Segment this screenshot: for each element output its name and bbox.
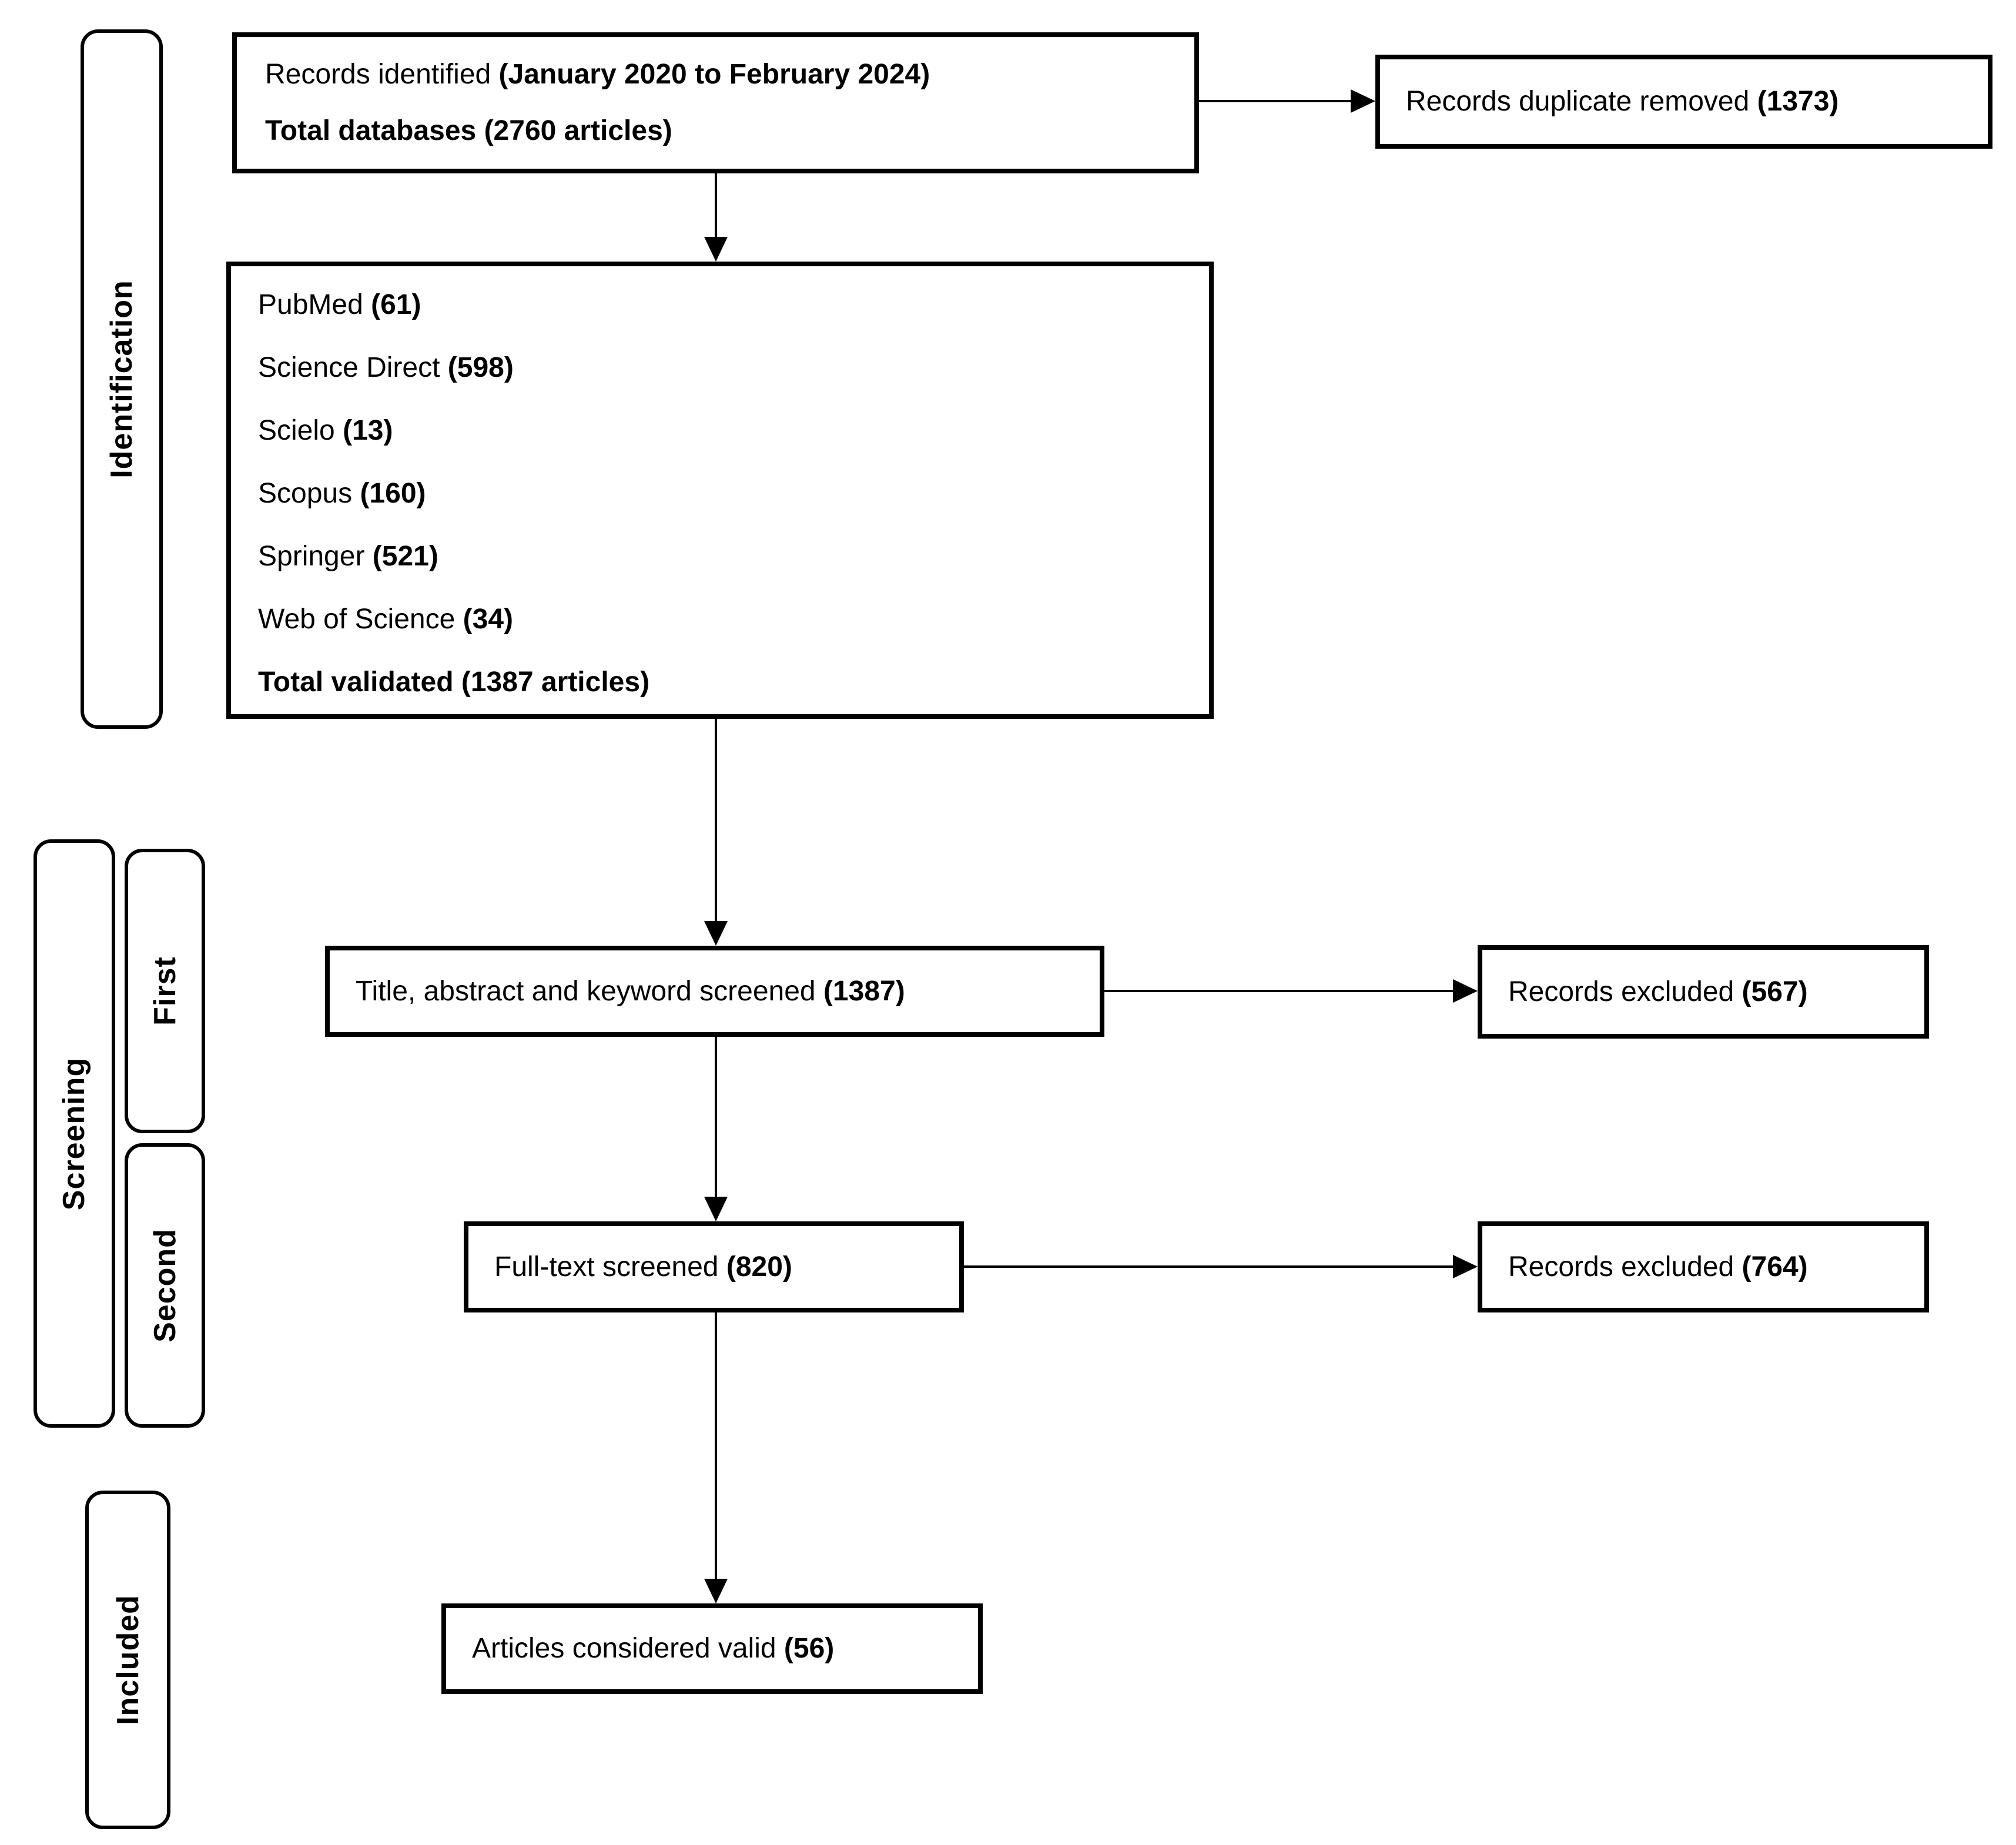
records-excluded-first-text: Records excluded (567) bbox=[1508, 975, 1808, 1010]
box-fulltext-screened: Full-text screened (820) bbox=[464, 1221, 964, 1312]
box-records-excluded-first: Records excluded (567) bbox=[1478, 945, 1929, 1039]
database-name: Scielo bbox=[258, 415, 343, 446]
database-count: (598) bbox=[447, 352, 514, 383]
duplicates-removed-count: (1373) bbox=[1757, 86, 1839, 117]
records-excluded-second-label: Records excluded bbox=[1508, 1251, 1742, 1283]
database-name: PubMed bbox=[258, 289, 371, 320]
database-count: (13) bbox=[343, 415, 393, 446]
stage-label-identification: Identification bbox=[105, 280, 139, 478]
articles-valid-text: Articles considered valid (56) bbox=[472, 1631, 834, 1666]
box-records-identified: Records identified (January 2020 to Febr… bbox=[232, 32, 1199, 173]
database-row: Web of Science (34) bbox=[258, 588, 1182, 651]
records-excluded-first-count: (567) bbox=[1742, 976, 1808, 1007]
records-identified-line1: Records identified (January 2020 to Febr… bbox=[265, 57, 1166, 92]
stage-pill-screening-second: Second bbox=[125, 1143, 205, 1428]
title-screened-count: (1387) bbox=[823, 975, 905, 1007]
database-count: (34) bbox=[463, 604, 513, 635]
database-name: Scopus bbox=[258, 478, 360, 509]
fulltext-screened-count: (820) bbox=[726, 1251, 792, 1283]
records-identified-text: Records identified bbox=[265, 59, 499, 90]
records-identified-date-range: (January 2020 to February 2024) bbox=[498, 59, 930, 90]
connector-title-screened-to-fulltext bbox=[715, 1037, 717, 1198]
connector-identified-to-duplicates bbox=[1199, 100, 1352, 102]
arrow-right-icon bbox=[1351, 89, 1375, 113]
database-row: Scopus (160) bbox=[258, 462, 1182, 525]
connector-fulltext-to-excluded bbox=[964, 1265, 1454, 1268]
fulltext-screened-label: Full-text screened bbox=[494, 1251, 726, 1283]
articles-valid-label: Articles considered valid bbox=[472, 1633, 784, 1664]
arrow-right-icon bbox=[1453, 1255, 1478, 1278]
box-duplicates-removed: Records duplicate removed (1373) bbox=[1375, 55, 1992, 149]
box-title-abstract-screened: Title, abstract and keyword screened (13… bbox=[325, 946, 1104, 1037]
database-count: (521) bbox=[372, 541, 438, 572]
database-row: Science Direct (598) bbox=[258, 336, 1182, 399]
records-excluded-first-label: Records excluded bbox=[1508, 976, 1742, 1007]
stage-label-screening-first: First bbox=[148, 956, 182, 1026]
stage-label-included: Included bbox=[110, 1595, 145, 1725]
stage-pill-included: Included bbox=[85, 1491, 170, 1829]
database-count: (160) bbox=[360, 478, 426, 509]
box-articles-valid: Articles considered valid (56) bbox=[441, 1603, 983, 1694]
articles-valid-count: (56) bbox=[783, 1633, 835, 1664]
database-name: Web of Science bbox=[258, 604, 463, 635]
arrow-right-icon bbox=[1453, 979, 1478, 1003]
stage-label-screening: Screening bbox=[57, 1057, 92, 1210]
databases-total-validated: Total validated (1387 articles) bbox=[258, 667, 650, 698]
title-screened-label: Title, abstract and keyword screened bbox=[356, 975, 823, 1007]
records-excluded-second-count: (764) bbox=[1742, 1251, 1808, 1283]
connector-identified-to-databases bbox=[715, 173, 717, 238]
database-row: Springer (521) bbox=[258, 525, 1182, 588]
database-name: Springer bbox=[258, 541, 373, 572]
title-abstract-screened-text: Title, abstract and keyword screened (13… bbox=[356, 974, 905, 1009]
duplicates-removed-label: Records duplicate removed bbox=[1406, 86, 1757, 117]
connector-fulltext-to-valid bbox=[715, 1312, 717, 1580]
arrow-down-icon bbox=[704, 237, 728, 262]
connector-title-screened-to-excluded bbox=[1104, 990, 1454, 992]
arrow-down-icon bbox=[704, 1579, 728, 1603]
stage-pill-screening-first: First bbox=[125, 849, 205, 1133]
box-records-excluded-second: Records excluded (764) bbox=[1478, 1221, 1929, 1312]
database-row: Scielo (13) bbox=[258, 399, 1182, 462]
box-databases: PubMed (61) Science Direct (598) Scielo … bbox=[226, 262, 1214, 719]
arrow-down-icon bbox=[704, 921, 728, 946]
duplicates-removed-text: Records duplicate removed (1373) bbox=[1406, 84, 1838, 119]
records-excluded-second-text: Records excluded (764) bbox=[1508, 1250, 1808, 1285]
fulltext-screened-text: Full-text screened (820) bbox=[494, 1250, 792, 1285]
records-identified-total: Total databases (2760 articles) bbox=[265, 115, 672, 146]
connector-databases-to-title-screened bbox=[715, 719, 717, 922]
stage-pill-identification: Identification bbox=[81, 29, 163, 729]
stage-pill-screening: Screening bbox=[34, 839, 115, 1428]
database-row: PubMed (61) bbox=[258, 273, 1182, 336]
database-name: Science Direct bbox=[258, 352, 448, 383]
stage-label-screening-second: Second bbox=[148, 1228, 182, 1342]
database-count: (61) bbox=[371, 289, 421, 320]
arrow-down-icon bbox=[704, 1197, 728, 1221]
